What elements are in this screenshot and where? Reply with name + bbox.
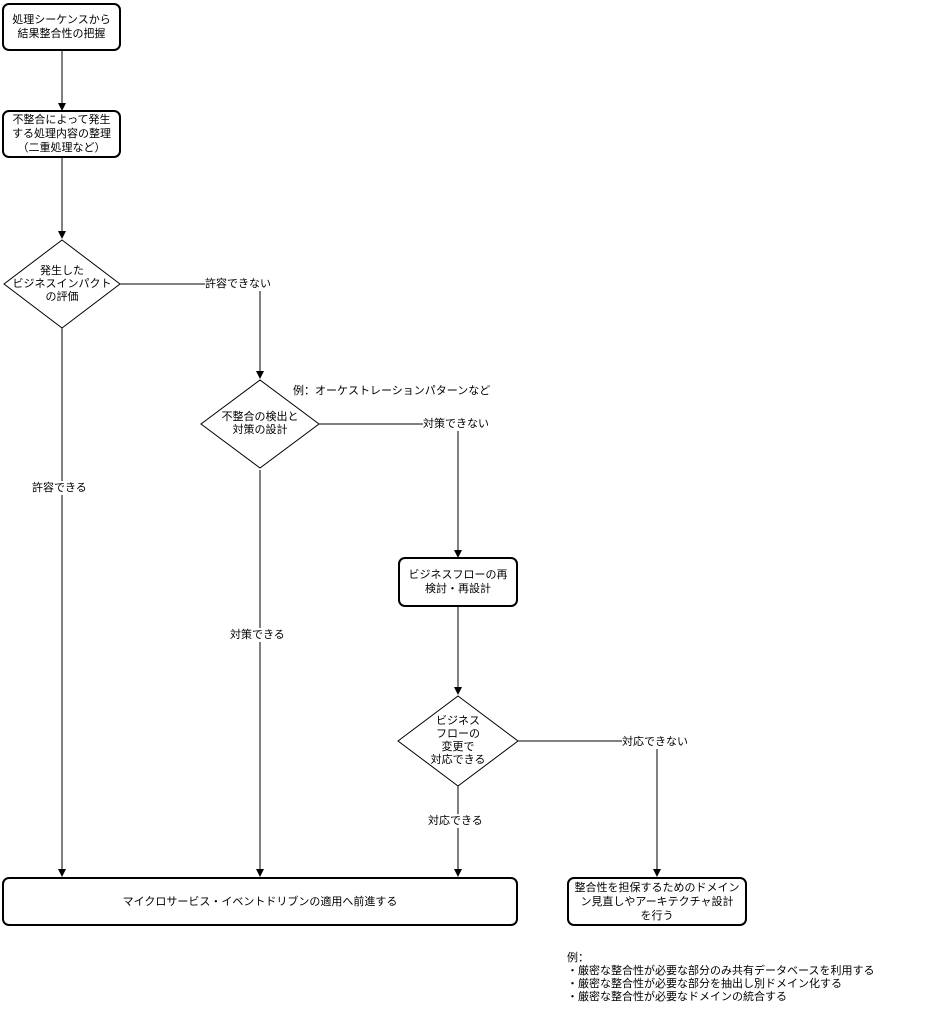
edge-detect-to-redesign (319, 423, 462, 558)
label-can-counter: 対策できる (230, 628, 285, 642)
label-cannot-handle: 対応できない (622, 735, 688, 749)
label-can-tolerate: 許容できる (32, 481, 87, 495)
diamond-evaluate (3, 239, 121, 329)
proceed-box: マイクロサービス・イベントドリブンの適用へ前進する (2, 877, 518, 926)
diamond-flow-change (397, 695, 519, 787)
detect-design-diamond-text: 不整合の検出と 対策の設計 (221, 410, 299, 436)
edge-change-to-review (518, 740, 661, 877)
domain-review-box: 整合性を担保するためのドメイン ン見直しやアーキテクチャ設計 を行う (567, 877, 747, 926)
organize-box: 不整合によって発生 する処理内容の整理 （二重処理など） (2, 110, 121, 158)
evaluate-diamond-text: 発生した ビジネスインパクト の評価 (12, 264, 112, 303)
start-box: 処理シーケンスから 結果整合性の把握 (2, 3, 121, 51)
label-cannot-tolerate: 許容できない (205, 277, 271, 291)
orchestration-note: 例：オーケストレーションパターンなど (293, 384, 491, 397)
flow-change-diamond-text: ビジネス フローの 変更で 対応できる (430, 714, 486, 766)
label-can-handle: 対応できる (428, 814, 483, 828)
flow-redesign-box: ビジネスフローの再 検討・再設計 (398, 557, 518, 607)
label-cannot-counter: 対策できない (423, 417, 489, 431)
diamond-detect-design (200, 379, 320, 469)
examples-note: 例： ・厳密な整合性が必要な部分のみ共有データベースを利用する ・厳密な整合性が… (567, 951, 875, 1003)
edge-evaluate-to-detect (120, 283, 264, 379)
